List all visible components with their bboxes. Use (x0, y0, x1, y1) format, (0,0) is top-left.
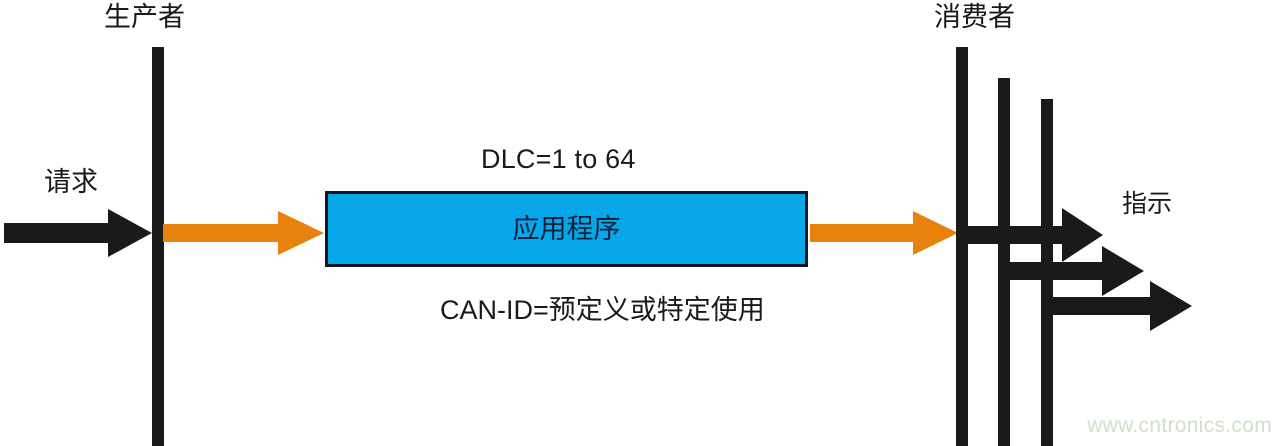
consumer-lifeline-bar-1 (956, 47, 968, 446)
indication-label: 指示 (1122, 190, 1173, 218)
request-label: 请求 (44, 167, 98, 197)
indication-arrow-3 (1041, 281, 1192, 331)
consumer-lifeline-bar-2 (998, 78, 1010, 446)
consumer-label: 消费者 (934, 2, 1015, 32)
consumer-lifeline-bar-3 (1041, 99, 1053, 446)
producer-flow-arrow-orange (163, 211, 324, 255)
indication-arrow-1 (956, 208, 1103, 262)
dlc-annotation: DLC=1 to 64 (481, 144, 636, 174)
application-box: 应用程序 (325, 191, 808, 267)
application-box-label: 应用程序 (512, 213, 621, 244)
producer-lifeline-bar (152, 47, 164, 446)
watermark: www.cntronics.com (1087, 414, 1272, 437)
indication-arrow-2 (998, 246, 1144, 296)
request-arrow-black (4, 209, 152, 257)
consumer-flow-arrow-orange (810, 211, 958, 255)
producer-label: 生产者 (104, 2, 185, 32)
canid-annotation: CAN-ID=预定义或特定使用 (440, 295, 765, 325)
